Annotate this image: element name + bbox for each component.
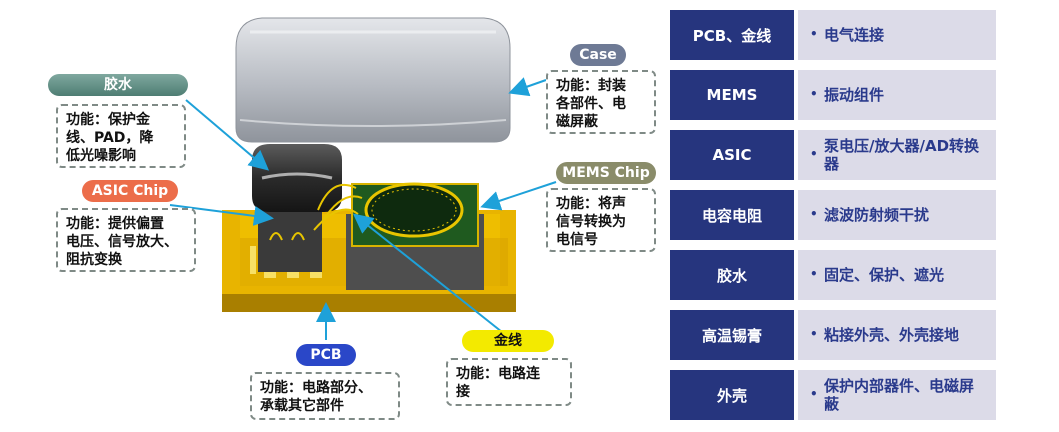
glue-title-pill: 胶水 xyxy=(48,74,188,96)
table-row: PCB、金线 • 电气连接 xyxy=(670,10,1050,60)
component-function: • 粘接外壳、外壳接地 xyxy=(798,310,996,360)
component-function: • 电气连接 xyxy=(798,10,996,60)
asic-note-line: 电压、信号放大、 xyxy=(66,234,178,250)
component-function-text: 固定、保护、遮光 xyxy=(824,266,945,284)
component-function-text: 泵电压/放大器/AD转换器 xyxy=(824,137,980,173)
component-name: ASIC xyxy=(670,130,794,180)
bullet-icon: • xyxy=(810,87,818,101)
component-name: PCB、金线 xyxy=(670,10,794,60)
glue-function-note: 功能：保护金 线、PAD，降 低光噪影响 xyxy=(56,104,186,168)
glue-note-line: 线、PAD，降 xyxy=(66,130,154,146)
component-name: 高温锡膏 xyxy=(670,310,794,360)
gold-wires xyxy=(269,183,363,241)
component-function-text: 振动组件 xyxy=(824,86,885,104)
wire-note-line: 接 xyxy=(456,384,470,400)
mems-note-line: 信号转换为 xyxy=(556,214,626,230)
component-function-text: 粘接外壳、外壳接地 xyxy=(824,326,960,344)
component-name: 胶水 xyxy=(670,250,794,300)
glue-note-line: 低光噪影响 xyxy=(66,148,136,164)
case-lid xyxy=(235,17,511,143)
glue-note-line: 功能：保护金 xyxy=(66,112,150,128)
case-note-line: 各部件、电 xyxy=(556,96,626,112)
bullet-icon: • xyxy=(810,267,818,281)
asic-function-note: 功能：提供偏置 电压、信号放大、 阻抗变换 xyxy=(56,208,196,272)
table-row: 电容电阻 • 滤波防射频干扰 xyxy=(670,190,1050,240)
bullet-icon: • xyxy=(810,387,818,401)
mems-chip xyxy=(346,182,484,290)
asic-note-line: 功能：提供偏置 xyxy=(66,216,164,232)
bullet-icon: • xyxy=(810,207,818,221)
component-function: • 振动组件 xyxy=(798,70,996,120)
case-function-note: 功能：封装 各部件、电 磁屏蔽 xyxy=(546,70,656,134)
component-function: • 滤波防射频干扰 xyxy=(798,190,996,240)
mems-note-line: 功能：将声 xyxy=(556,196,626,212)
table-row: 外壳 • 保护内部器件、电磁屏蔽 xyxy=(670,370,1050,420)
diagram-illustration xyxy=(169,17,557,340)
pcb-note-line: 承载其它部件 xyxy=(260,398,344,414)
mems-title-pill: MEMS Chip xyxy=(556,162,656,184)
component-name: 电容电阻 xyxy=(670,190,794,240)
wire-title-pill: 金线 xyxy=(462,330,554,352)
component-function: • 保护内部器件、电磁屏蔽 xyxy=(798,370,996,420)
asic-note-line: 阻抗变换 xyxy=(66,252,122,268)
table-row: 胶水 • 固定、保护、遮光 xyxy=(670,250,1050,300)
component-function-text: 保护内部器件、电磁屏蔽 xyxy=(824,377,975,413)
component-name: MEMS xyxy=(670,70,794,120)
bullet-icon: • xyxy=(810,147,818,161)
component-function: • 固定、保护、遮光 xyxy=(798,250,996,300)
bullet-icon: • xyxy=(810,27,818,41)
case-note-line: 功能：封装 xyxy=(556,78,626,94)
pcb-function-note: 功能：电路部分、 承载其它部件 xyxy=(250,372,400,420)
glue-blob xyxy=(252,144,342,212)
bullet-icon: • xyxy=(810,327,818,341)
table-row: MEMS • 振动组件 xyxy=(670,70,1050,120)
mems-function-note: 功能：将声 信号转换为 电信号 xyxy=(546,188,656,252)
table-row: 高温锡膏 • 粘接外壳、外壳接地 xyxy=(670,310,1050,360)
callout-arrows xyxy=(169,77,557,340)
asic-title-pill: ASIC Chip xyxy=(82,180,178,202)
component-function: • 泵电压/放大器/AD转换器 xyxy=(798,130,996,180)
component-name: 外壳 xyxy=(670,370,794,420)
table-row: ASIC • 泵电压/放大器/AD转换器 xyxy=(670,130,1050,180)
wire-function-note: 功能：电路连 接 xyxy=(446,358,572,406)
case-title-pill: Case xyxy=(570,44,626,66)
case-note-line: 磁屏蔽 xyxy=(556,114,598,130)
wire-note-line: 功能：电路连 xyxy=(456,366,540,382)
component-function-text: 滤波防射频干扰 xyxy=(824,206,930,224)
component-function-text: 电气连接 xyxy=(824,26,885,44)
pcb-title-pill: PCB xyxy=(296,344,356,366)
pcb-note-line: 功能：电路部分、 xyxy=(260,380,372,396)
mems-note-line: 电信号 xyxy=(556,232,598,248)
mems-microphone-diagram: 胶水 功能：保护金 线、PAD，降 低光噪影响 ASIC Chip 功能：提供偏… xyxy=(48,17,656,420)
